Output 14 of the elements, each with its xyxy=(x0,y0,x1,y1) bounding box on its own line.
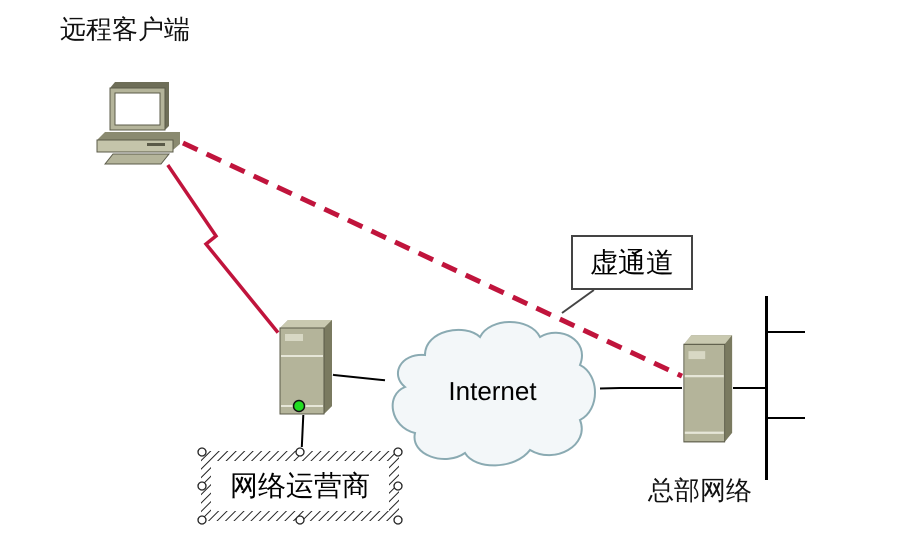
computer-drawing xyxy=(95,80,183,165)
network-bus xyxy=(765,296,768,480)
server-drawing xyxy=(278,318,333,415)
server-drawing xyxy=(682,333,733,443)
connector-line xyxy=(300,414,304,448)
node-caption: 远程客户端 xyxy=(60,14,190,47)
connector-line xyxy=(332,374,386,382)
zigzag-link xyxy=(166,164,280,334)
connector-line xyxy=(600,387,682,390)
callout-box: 虚通道 xyxy=(571,235,693,290)
leader-line xyxy=(561,289,594,314)
connector-line xyxy=(733,387,765,389)
dashed-line xyxy=(182,140,684,378)
network-label: 总部网络 xyxy=(648,475,752,508)
